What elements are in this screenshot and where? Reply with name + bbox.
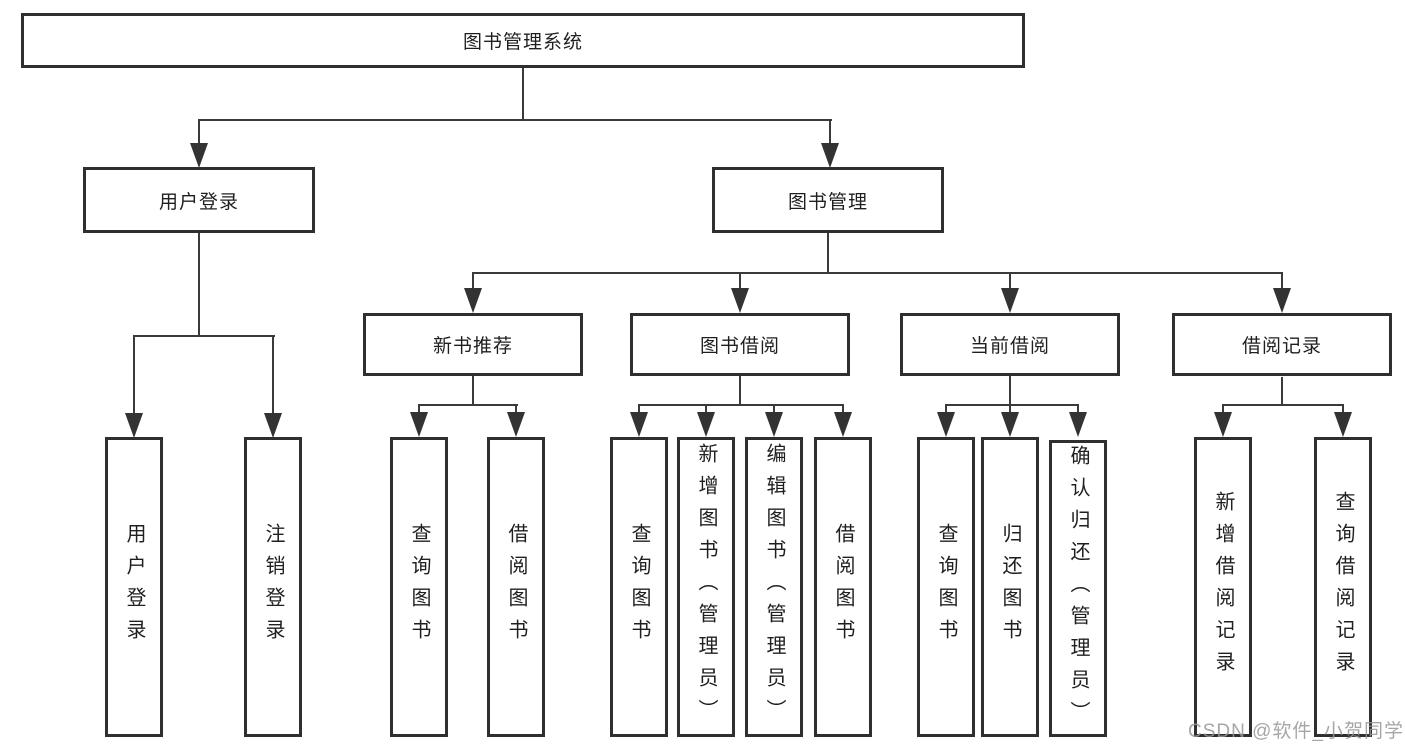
leaf-cb-query-book: 查询图书 [917,437,975,737]
node-current-borrow: 当前借阅 [900,313,1120,376]
edge-drop [515,404,517,414]
arrowhead-icon [507,412,525,437]
leaf-nb-query-book-label: 查询图书 [408,523,430,651]
leaf-br-add-record-label: 新增借阅记录 [1212,491,1234,683]
leaf-br-query-record-label: 查询借阅记录 [1332,491,1354,683]
leaf-cb-confirm-return-admin: 确认归还（管理员） [1049,440,1107,737]
arrowhead-icon [697,412,715,437]
edge-new-book-rail [418,404,518,406]
arrowhead-icon [821,143,839,168]
leaf-bb-add-book-admin: 新增图书（管理员） [677,437,735,737]
edge-drop-new-book [472,272,474,290]
leaf-cb-query-book-label: 查询图书 [935,523,957,651]
edge-drop [705,404,707,414]
edge-drop [773,404,775,414]
edge-drop-borrow-record [1281,272,1283,290]
edge-drop [1222,404,1224,414]
edge-borrow-record-stem [1281,377,1283,406]
arrowhead-icon [630,412,648,437]
leaf-nb-borrow-book-label: 借阅图书 [505,523,527,651]
csdn-watermark: CSDN @软件_小贺同学 [1188,721,1404,742]
edge-drop [418,404,420,414]
node-borrow-record: 借阅记录 [1172,313,1392,376]
node-book-mgmt-label: 图书管理 [787,191,868,213]
arrowhead-icon [264,413,282,438]
arrowhead-icon [731,288,749,313]
arrowhead-icon [1001,288,1019,313]
edge-drop [945,404,947,414]
leaf-bb-add-book-admin-label: 新增图书（管理员） [695,443,717,731]
node-user-login: 用户登录 [83,167,315,233]
leaf-nb-borrow-book: 借阅图书 [487,437,545,737]
arrowhead-icon [1069,412,1087,437]
edge-borrow-record-rail [1222,404,1344,406]
node-current-borrow-label: 当前借阅 [969,336,1050,357]
leaf-br-query-record: 查询借阅记录 [1314,437,1372,737]
leaf-bb-edit-book-admin-label: 编辑图书（管理员） [763,443,785,731]
edge-user-login-stem [198,233,200,337]
arrowhead-icon [1273,288,1291,313]
edge-drop [1009,404,1011,414]
edge-user-login-rail [133,335,275,337]
edge-book-mgmt-stem [827,233,829,274]
edge-book-mgmt-rail [472,272,1283,274]
node-borrow-record-label: 借阅记录 [1241,336,1322,357]
node-root-label: 图书管理系统 [462,32,583,53]
edge-current-borrow-rail [945,404,1079,406]
arrowhead-icon [1214,412,1232,437]
edge-current-borrow-stem [1009,376,1011,406]
arrowhead-icon [464,288,482,313]
leaf-user-login-label: 用户登录 [123,523,145,651]
edge-new-book-stem [472,376,474,406]
edge-root-rail [198,119,832,121]
node-root: 图书管理系统 [21,13,1025,68]
node-book-borrow-label: 图书借阅 [699,336,780,357]
leaf-br-add-record: 新增借阅记录 [1194,437,1252,737]
leaf-cb-return-book-label: 归还图书 [999,523,1021,651]
edge-drop [638,404,640,414]
leaf-bb-query-book: 查询图书 [610,437,668,737]
edge-drop [1342,404,1344,414]
edge-drop-book-borrow [739,272,741,290]
edge-book-borrow-rail [638,404,844,406]
edge-drop [842,404,844,414]
leaf-logout-label: 注销登录 [262,523,284,651]
edge-drop [1077,404,1079,414]
edge-drop-leaf-login [133,335,135,415]
node-new-book-rec: 新书推荐 [363,313,583,376]
leaf-bb-query-book-label: 查询图书 [628,523,650,651]
node-user-login-label: 用户登录 [158,191,239,213]
arrowhead-icon [125,413,143,438]
edge-drop-user-login [198,119,200,145]
leaf-nb-query-book: 查询图书 [390,437,448,737]
arrowhead-icon [1334,412,1352,437]
leaf-logout: 注销登录 [244,437,302,737]
edge-drop-book-mgmt [829,119,831,145]
arrowhead-icon [937,412,955,437]
leaf-bb-borrow-book-label: 借阅图书 [832,523,854,651]
node-book-borrow: 图书借阅 [630,313,850,376]
leaf-bb-edit-book-admin: 编辑图书（管理员） [745,437,803,737]
arrowhead-icon [410,412,428,437]
arrowhead-icon [190,143,208,168]
node-book-mgmt: 图书管理 [712,167,944,233]
edge-drop-current-borrow [1009,272,1011,290]
leaf-cb-confirm-return-admin-label: 确认归还（管理员） [1067,444,1089,733]
arrowhead-icon [834,412,852,437]
leaf-user-login: 用户登录 [105,437,163,737]
arrowhead-icon [765,412,783,437]
edge-book-borrow-stem [739,376,741,406]
edge-root-stem [522,68,524,121]
node-new-book-rec-label: 新书推荐 [432,336,513,357]
leaf-bb-borrow-book: 借阅图书 [814,437,872,737]
edge-drop-leaf-logout [272,335,274,415]
arrowhead-icon [1001,412,1019,437]
leaf-cb-return-book: 归还图书 [981,437,1039,737]
